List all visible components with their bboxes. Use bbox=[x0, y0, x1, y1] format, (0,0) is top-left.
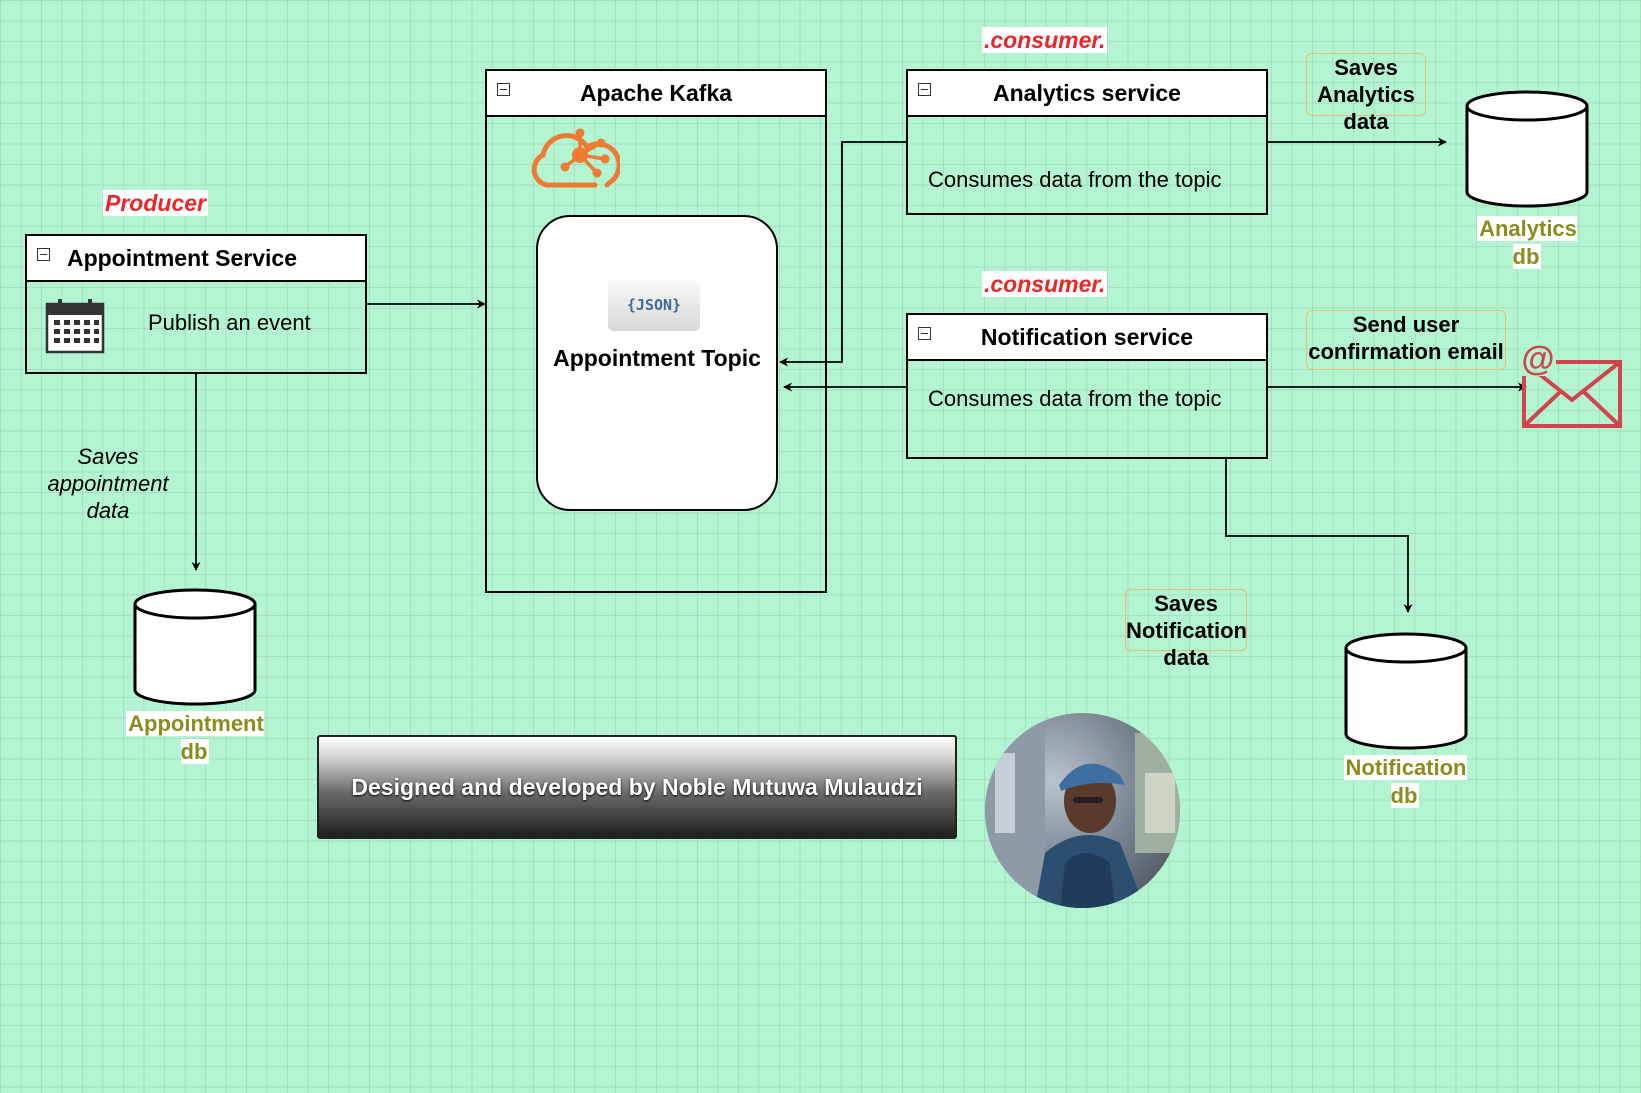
author-avatar bbox=[985, 713, 1180, 908]
appointment-db-cylinder bbox=[133, 588, 257, 706]
appointment-topic-title: Appointment Topic bbox=[553, 345, 761, 371]
edge-analytics-to-topic bbox=[779, 141, 906, 367]
notification-service-header: Notification service bbox=[908, 315, 1266, 361]
producer-tag: Producer bbox=[103, 190, 208, 216]
credits-banner: Designed and developed by Noble Mutuwa M… bbox=[317, 735, 957, 839]
notification-service-title: Notification service bbox=[980, 323, 1194, 350]
analytics-db-cylinder bbox=[1465, 90, 1589, 208]
saves-notification-label: Saves Notification data bbox=[1125, 589, 1247, 670]
appointment-db-label: Appointment db bbox=[126, 711, 264, 764]
svg-text:@: @ bbox=[1521, 340, 1554, 378]
consumer-tag-analytics: .consumer. bbox=[982, 27, 1108, 53]
kafka-title: Apache Kafka bbox=[579, 79, 733, 106]
calendar-icon bbox=[45, 299, 105, 354]
email-at-icon: @ bbox=[1520, 340, 1622, 428]
kafka-box[interactable]: Apache Kafka {JSON} Appointment Topic bbox=[485, 69, 827, 593]
send-email-label: Send user confirmation email bbox=[1306, 310, 1506, 370]
appointment-service-box[interactable]: Appointment Service Publish an event bbox=[25, 234, 367, 374]
analytics-db-label: Analytics db bbox=[1477, 216, 1577, 269]
saves-analytics-label: Saves Analytics data bbox=[1306, 53, 1426, 134]
edge-notification-to-db bbox=[1225, 458, 1413, 613]
analytics-service-header: Analytics service bbox=[908, 71, 1266, 117]
appointment-service-body: Publish an event bbox=[148, 310, 311, 335]
notification-db-cylinder bbox=[1344, 632, 1468, 750]
kafka-cloud-icon bbox=[531, 128, 620, 188]
collapse-icon[interactable] bbox=[37, 248, 50, 261]
collapse-icon[interactable] bbox=[918, 83, 931, 96]
saves-appointment-label: Saves appointment data bbox=[47, 444, 169, 523]
notification-service-body: Consumes data from the topic bbox=[928, 386, 1222, 411]
analytics-service-title: Analytics service bbox=[993, 79, 1181, 106]
collapse-icon[interactable] bbox=[918, 327, 931, 340]
appointment-topic[interactable]: {JSON} Appointment Topic bbox=[536, 215, 778, 511]
author-photo bbox=[985, 713, 1180, 908]
notification-db-label: Notification db bbox=[1343, 755, 1467, 808]
appointment-service-header: Appointment Service bbox=[27, 236, 365, 282]
analytics-service-body: Consumes data from the topic bbox=[928, 167, 1222, 192]
kafka-header: Apache Kafka bbox=[487, 71, 825, 117]
collapse-icon[interactable] bbox=[497, 83, 510, 96]
consumer-tag-notification: .consumer. bbox=[982, 271, 1108, 297]
notification-service-box[interactable]: Notification service Consumes data from … bbox=[906, 313, 1268, 459]
json-icon: {JSON} bbox=[608, 279, 700, 331]
credits-text: Designed and developed by Noble Mutuwa M… bbox=[351, 773, 923, 800]
appointment-service-title: Appointment Service bbox=[66, 244, 298, 271]
analytics-service-box[interactable]: Analytics service Consumes data from the… bbox=[906, 69, 1268, 215]
